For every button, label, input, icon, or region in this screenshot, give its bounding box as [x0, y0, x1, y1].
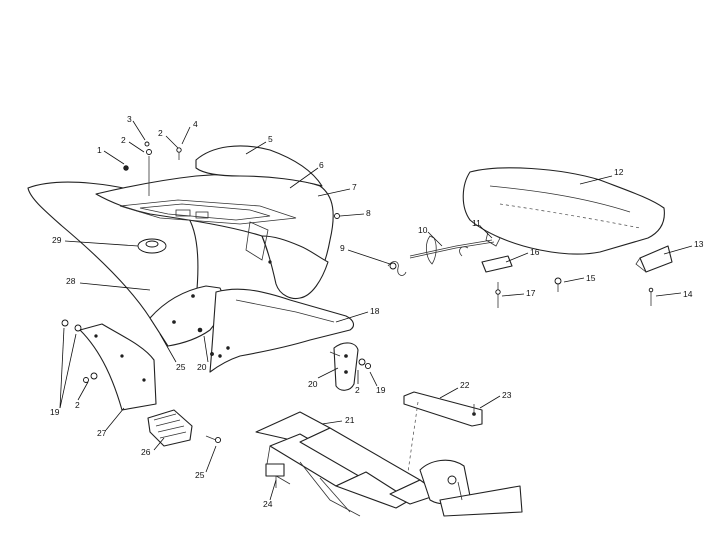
callout-label: 2: [121, 135, 126, 145]
callout-label: 19: [376, 385, 386, 395]
callout-label: 2: [75, 400, 80, 410]
leader-lines: [59, 120, 693, 501]
frame-bracket: [403, 391, 483, 501]
chassis-frame: [255, 411, 523, 517]
callout-label: 4: [193, 119, 198, 129]
callout-label: 12: [614, 167, 624, 177]
callout-label: 7: [352, 182, 357, 192]
callout-labels: 1 2 3 2 4 5 6 7 8 29 28 9 10 11 16 12 13…: [50, 114, 704, 509]
side-bracket: [333, 342, 359, 391]
callout-label: 24: [263, 499, 273, 509]
callout-label: 3: [127, 114, 132, 124]
callout-label: 2: [355, 385, 360, 395]
front-fender-flap: [209, 288, 355, 373]
seat-bracket: [635, 245, 673, 273]
mud-flap: [79, 323, 157, 411]
callout-label: 23: [502, 390, 512, 400]
callout-label: 20: [308, 379, 318, 389]
callout-label: 26: [141, 447, 151, 457]
footrest: [147, 409, 193, 447]
callout-label: 25: [195, 470, 205, 480]
callout-label: 16: [530, 247, 540, 257]
callout-label: 20: [197, 362, 207, 372]
callout-label: 8: [366, 208, 371, 218]
seat-latch-assembly: [387, 231, 513, 276]
callout-label: 27: [97, 428, 107, 438]
rear-fender-body: [27, 145, 334, 347]
fasteners: [61, 141, 654, 444]
seat: [462, 167, 665, 255]
callout-label: 13: [694, 239, 704, 249]
callout-label: 28: [66, 276, 76, 286]
callout-label: 14: [683, 289, 693, 299]
callout-label: 21: [345, 415, 355, 425]
callout-label: 22: [460, 380, 470, 390]
callout-label: 1: [97, 145, 102, 155]
callout-label: 18: [370, 306, 380, 316]
callout-label: 9: [340, 243, 345, 253]
callout-label: 10: [418, 225, 428, 235]
callout-label: 25: [176, 362, 186, 372]
callout-label: 11: [472, 218, 481, 228]
callout-label: 2: [158, 128, 163, 138]
callout-label: 6: [319, 160, 324, 170]
callout-label: 15: [586, 273, 596, 283]
callout-label: 19: [50, 407, 60, 417]
callout-label: 29: [52, 235, 62, 245]
callout-label: 5: [268, 134, 273, 144]
callout-label: 17: [526, 288, 536, 298]
